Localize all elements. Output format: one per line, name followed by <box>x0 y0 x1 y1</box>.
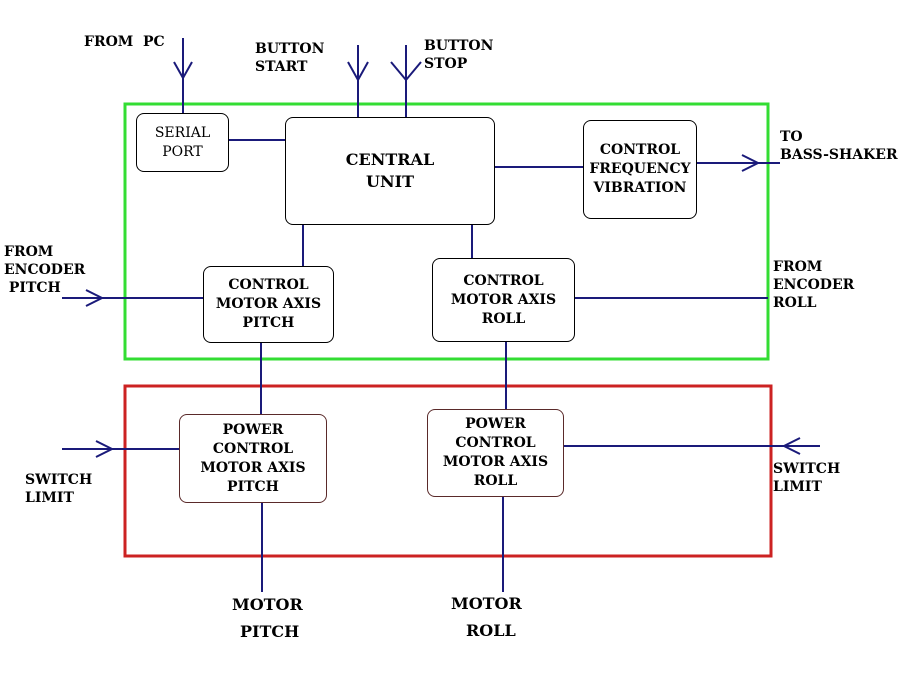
arrow-from-pc <box>173 61 193 81</box>
motor-roll-label-2: ROLL <box>466 621 516 640</box>
power-control-motor-axis-pitch-block: POWER CONTROL MOTOR AXIS PITCH <box>179 414 327 503</box>
lower-group-frame <box>123 384 773 558</box>
upper-group-frame <box>123 102 770 361</box>
switch-limit-left-label: SWITCH LIMIT <box>25 472 93 506</box>
motor-roll-label-1: MOTOR <box>451 594 522 613</box>
power-control-motor-axis-roll-block: POWER CONTROL MOTOR AXIS ROLL <box>427 409 564 497</box>
motor-pitch-label-2: PITCH <box>240 622 300 641</box>
arrow-switch-limit-right <box>781 437 801 455</box>
arrow-switch-limit-left <box>95 440 115 458</box>
control-motor-axis-roll-block: CONTROL MOTOR AXIS ROLL <box>432 258 575 342</box>
control-motor-axis-pitch-block: CONTROL MOTOR AXIS PITCH <box>203 266 334 343</box>
from-encoder-pitch-label: FROM ENCODER PITCH <box>4 244 86 296</box>
serial-port-block: SERIAL PORT <box>136 113 229 172</box>
from-encoder-roll-label: FROM ENCODER ROLL <box>773 259 855 311</box>
control-frequency-vibration-block: CONTROL FREQUENCY VIBRATION <box>583 120 697 219</box>
to-bass-shaker-label: TO BASS-SHAKER <box>780 129 898 163</box>
arrow-button-stop <box>390 61 422 82</box>
button-start-label: BUTTON START <box>255 41 325 75</box>
power-control-motor-axis-roll-label: POWER CONTROL MOTOR AXIS ROLL <box>442 416 549 489</box>
control-frequency-vibration-label: CONTROL FREQUENCY VIBRATION <box>589 142 691 196</box>
arrow-button-start <box>347 61 369 83</box>
control-motor-axis-roll-label: CONTROL MOTOR AXIS ROLL <box>450 272 557 327</box>
motor-pitch-label-1: MOTOR <box>232 595 303 614</box>
power-control-motor-axis-pitch-label: POWER CONTROL MOTOR AXIS PITCH <box>200 421 306 495</box>
button-stop-label: BUTTON STOP <box>424 38 494 72</box>
arrow-to-bass-shaker <box>741 154 761 172</box>
arrow-encoder-pitch <box>85 289 105 307</box>
serial-port-label: SERIAL PORT <box>154 124 211 160</box>
control-motor-axis-pitch-label: CONTROL MOTOR AXIS PITCH <box>215 277 322 331</box>
central-unit-label: CENTRAL UNIT <box>345 150 435 191</box>
central-unit-block: CENTRAL UNIT <box>285 117 495 225</box>
switch-limit-right-label: SWITCH LIMIT <box>773 461 841 495</box>
from-pc-label: FROM PC <box>84 34 165 50</box>
